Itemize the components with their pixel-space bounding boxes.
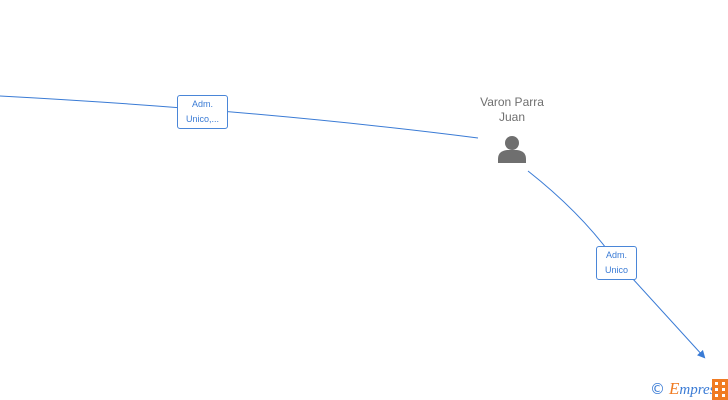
brand-first-letter: E — [669, 379, 680, 398]
edge-label-adm-unico-2[interactable]: Adm. Unico — [596, 246, 637, 280]
brand-logo-text: Empresi — [669, 379, 720, 399]
edge-label-line1: Adm. — [191, 99, 213, 109]
copyright-symbol: © — [650, 380, 665, 398]
building-icon — [712, 379, 728, 400]
person-icon[interactable] — [497, 135, 527, 163]
person-name-line2: Juan — [498, 110, 526, 124]
edge-label-line2: Unico,... — [185, 114, 219, 124]
person-name-line1: Varon Parra — [480, 95, 544, 109]
edge-label-line1: Adm. — [605, 250, 627, 260]
edge-label-adm-unico[interactable]: Adm. Unico,... — [177, 95, 228, 129]
person-name[interactable]: Varon Parra Juan — [462, 95, 562, 125]
brand-rest: mpresi — [679, 382, 720, 398]
edge-label-line2: Unico — [604, 265, 628, 275]
watermark: © Empresi — [650, 379, 728, 400]
edge-line-1 — [0, 95, 479, 139]
